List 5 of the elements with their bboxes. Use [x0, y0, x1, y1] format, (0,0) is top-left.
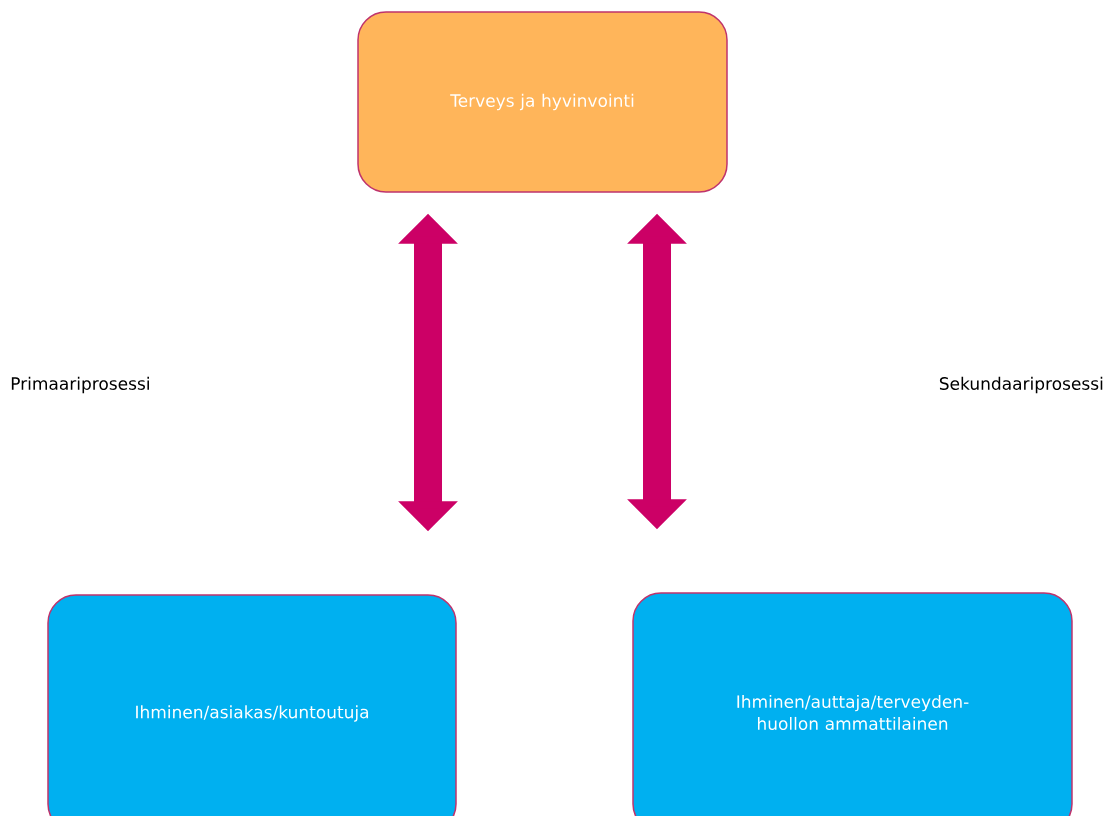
process-label: Sekundaariprosessi: [939, 376, 1103, 394]
process-box: Ihminen/auttaja/terveyden- huollon ammattilainen: [632, 592, 1073, 816]
process-box: Terveys ja hyvinvointi: [357, 11, 728, 193]
process-box: Ihminen/asiakas/kuntoutuja: [47, 594, 457, 816]
process-label: Primaariprosessi: [11, 376, 149, 394]
